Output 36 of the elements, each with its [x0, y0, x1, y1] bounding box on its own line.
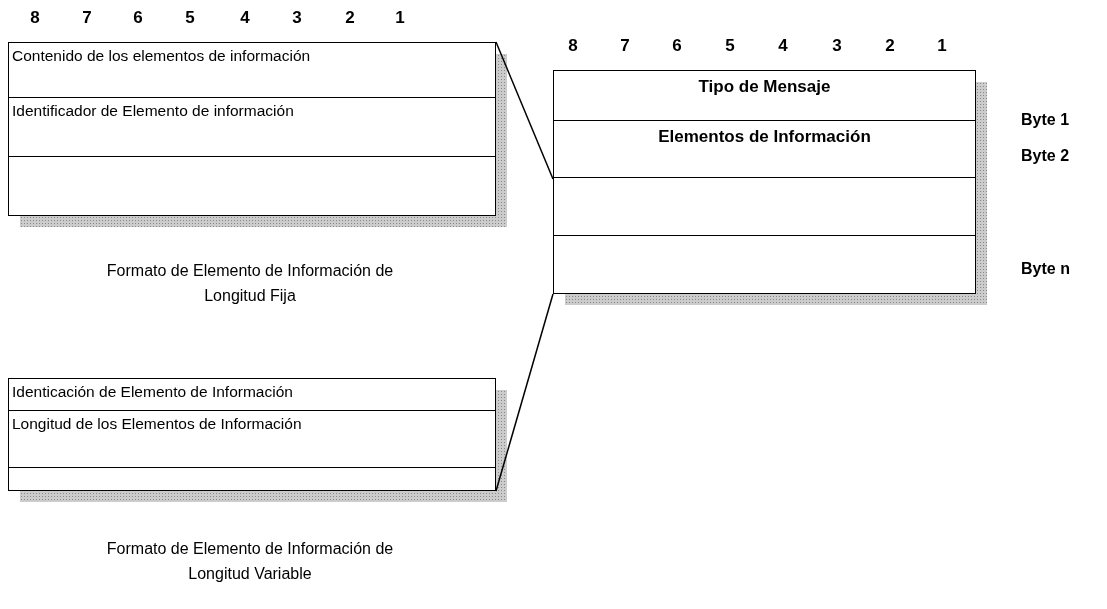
table-row — [8, 42, 496, 99]
empty-table-row — [8, 156, 496, 216]
bit-number: 2 — [885, 36, 895, 56]
field-name: Identificador de Elemento de información — [11, 101, 295, 121]
bit-number: 1 — [937, 36, 947, 56]
empty-table-row — [8, 467, 496, 491]
bit-number: 1 — [395, 8, 405, 28]
bit-number: 6 — [133, 8, 143, 28]
bit-number: 5 — [725, 36, 735, 56]
byte-label: Byte 1 — [1021, 111, 1070, 129]
table-row — [8, 378, 496, 412]
bit-number: 8 — [30, 8, 40, 28]
field-name: Contenido de los elementos de información — [11, 46, 312, 66]
field-name: Longitud de los Elementos de Información — [11, 414, 303, 434]
figure-caption: Formato de Elemento de Información de Longitud Variable — [105, 539, 395, 584]
connector-line — [495, 293, 554, 492]
bit-number: 4 — [240, 8, 250, 28]
empty-table-row — [553, 177, 976, 237]
figure-caption: Formato de Elemento de Información de Longitud Fija — [105, 261, 395, 306]
field-name: Elementos de Información — [657, 126, 872, 148]
bit-number: 2 — [345, 8, 355, 28]
bit-number: 3 — [832, 36, 842, 56]
bit-number: 7 — [82, 8, 92, 28]
table-row — [8, 97, 496, 158]
byte-label: Byte n — [1021, 260, 1070, 278]
bit-number: 5 — [185, 8, 195, 28]
byte-label: Byte 2 — [1021, 147, 1070, 165]
field-name: Identicación de Elemento de Información — [11, 382, 294, 402]
bit-number: 8 — [568, 36, 578, 56]
bit-number: 7 — [620, 36, 630, 56]
field-name: Tipo de Mensaje — [697, 76, 832, 98]
bit-number: 6 — [672, 36, 682, 56]
table-row — [8, 410, 496, 469]
connector-line — [495, 41, 554, 180]
bit-number: 3 — [292, 8, 302, 28]
bit-number: 4 — [778, 36, 788, 56]
